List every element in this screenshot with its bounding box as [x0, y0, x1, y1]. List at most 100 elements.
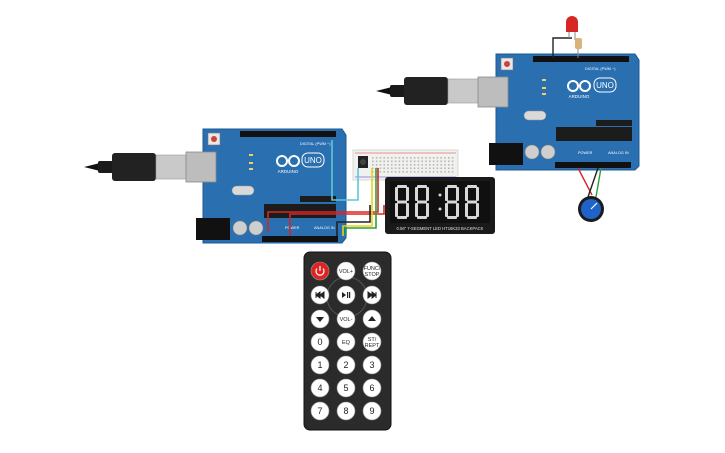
- remote-button-power[interactable]: [310, 261, 330, 281]
- breadboard-holes: [372, 157, 454, 173]
- wire-pot-green[interactable]: [595, 167, 602, 198]
- segment-d: [417, 216, 427, 219]
- remote-button-n6[interactable]: 6: [362, 378, 382, 398]
- segment-a: [447, 185, 457, 188]
- remote-button-n0[interactable]: 0: [310, 332, 330, 352]
- wire-black[interactable]: [336, 205, 371, 236]
- remote-button-n1[interactable]: 1: [310, 355, 330, 375]
- remote-button-label: EQ: [342, 340, 351, 346]
- segment-b: [476, 187, 479, 201]
- triangle-down-icon: [316, 317, 324, 322]
- play-pause-icon: [342, 292, 351, 298]
- segment-e: [395, 203, 398, 217]
- remote-button-st-rept[interactable]: ST/REPT: [362, 332, 382, 352]
- model-text-right: UNO: [596, 81, 614, 90]
- usb-jack-right: [477, 76, 509, 108]
- analog-label-right: ANALOG IN: [608, 151, 629, 155]
- digital-label-left: DIGITAL (PWM ~): [300, 142, 331, 146]
- atmega-chip-right: [556, 127, 632, 141]
- reset-cap-right: [504, 61, 510, 67]
- segment-e: [465, 203, 468, 217]
- logo-text-left: ARDUINO: [278, 169, 299, 174]
- wire-cyan[interactable]: [331, 140, 359, 201]
- usb-strain-relief-right: [390, 85, 406, 97]
- segment-f: [395, 187, 398, 201]
- segment-f: [465, 187, 468, 201]
- display-caption: 0.56" 7-SEGMENT LED HT16K33 BACKPACK: [397, 226, 484, 231]
- remote-button-n4[interactable]: 4: [310, 378, 330, 398]
- remote-button-label: VOL+: [339, 269, 353, 275]
- model-badge-left: [301, 152, 325, 168]
- usb-cable-right[interactable]: [376, 77, 481, 105]
- remote-button-label: 8: [343, 406, 348, 416]
- segment-a: [417, 185, 427, 188]
- led-rx-right: [542, 93, 546, 95]
- capacitor-2-left: [248, 220, 264, 236]
- potentiometer-circuit[interactable]: [577, 167, 604, 222]
- led-circuit[interactable]: [552, 16, 582, 58]
- remote-button-label: 2: [343, 360, 348, 370]
- arduino-uno-right[interactable]: ARDUINO UNO DIGITAL (PWM ~) POWER ANALOG…: [477, 53, 640, 171]
- wire-led-ground[interactable]: [552, 37, 572, 58]
- segment-c: [476, 203, 479, 217]
- colon-bottom: [438, 207, 442, 211]
- arduino-uno-left[interactable]: ARDUINO UNO DIGITAL (PWM ~) POWER ANALOG…: [185, 128, 347, 244]
- usb-jack-left: [185, 151, 217, 183]
- digit-3: [445, 185, 459, 219]
- small-header-right: [596, 120, 632, 126]
- remote-button-play-pause[interactable]: [336, 285, 356, 305]
- wire-yellow[interactable]: [342, 168, 373, 236]
- remote-button-label: STOP: [365, 272, 380, 278]
- analog-header-left: [262, 236, 338, 242]
- remote-button-func-stop[interactable]: FUNC/STOP: [362, 261, 382, 281]
- wire-red-1[interactable]: [267, 168, 379, 232]
- seven-segment-display[interactable]: 0.56" 7-SEGMENT LED HT16K33 BACKPACK: [385, 177, 495, 234]
- small-header-left: [300, 196, 336, 202]
- remote-button-vol-up[interactable]: VOL+: [336, 261, 356, 281]
- remote-button-n7[interactable]: 7: [310, 401, 330, 421]
- crystal-right: [523, 110, 547, 121]
- remote-button-next[interactable]: [362, 285, 382, 305]
- breadboard-body: [352, 149, 459, 181]
- remote-button-n8[interactable]: 8: [336, 401, 356, 421]
- usb-plug-body-right: [404, 77, 448, 105]
- logo-text-right: ARDUINO: [569, 94, 590, 99]
- display-digits: [395, 185, 479, 219]
- ir-receiver-lens: [360, 159, 366, 165]
- red-led[interactable]: [566, 16, 578, 32]
- usb-cable-left[interactable]: [84, 153, 187, 181]
- wire-red-2[interactable]: [289, 205, 385, 236]
- remote-button-label: 9: [369, 406, 374, 416]
- digit-1: [395, 185, 409, 219]
- resistor[interactable]: [575, 38, 582, 49]
- triangle-up-icon: [368, 316, 376, 321]
- wire-pot-black[interactable]: [587, 167, 599, 198]
- segment-a: [467, 185, 477, 188]
- usb-plug-body-left: [112, 153, 156, 181]
- power-jack-left: [196, 218, 230, 240]
- remote-button-eq[interactable]: EQ: [336, 332, 356, 352]
- remote-button-n3[interactable]: 3: [362, 355, 382, 375]
- remote-button-down[interactable]: [310, 309, 330, 329]
- segment-a: [397, 185, 407, 188]
- capacitor-1-left: [232, 220, 248, 236]
- remote-button-prev[interactable]: [310, 285, 330, 305]
- breadboard-mini[interactable]: [352, 149, 459, 181]
- segment-f: [415, 187, 418, 201]
- remote-button-vol-down[interactable]: VOL-: [336, 309, 356, 329]
- model-badge-right: [593, 77, 617, 93]
- digital-label-right: DIGITAL (PWM ~): [585, 67, 616, 71]
- segment-f: [445, 187, 448, 201]
- model-text-left: UNO: [304, 156, 322, 165]
- remote-button-n2[interactable]: 2: [336, 355, 356, 375]
- remote-button-up[interactable]: [362, 309, 382, 329]
- remote-button-n5[interactable]: 5: [336, 378, 356, 398]
- segment-d: [447, 216, 457, 219]
- digit-2: [415, 185, 429, 219]
- remote-button-label: 0: [317, 337, 322, 347]
- wire-green[interactable]: [345, 168, 377, 236]
- led-tx-left: [249, 162, 253, 164]
- remote-button-n9[interactable]: 9: [362, 401, 382, 421]
